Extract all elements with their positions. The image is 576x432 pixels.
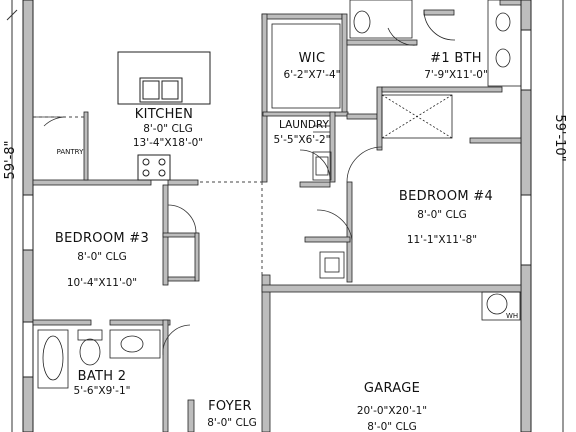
left-dimension-line xyxy=(6,0,18,432)
bath2-size: 5'-6"X9'-1" xyxy=(74,385,131,397)
garage-name: GARAGE xyxy=(364,381,420,396)
bath2-fixtures xyxy=(37,329,161,389)
interior-walls xyxy=(32,0,522,432)
foyer-name: FOYER xyxy=(208,399,252,414)
bedroom3-ceiling: 8'-0" CLG xyxy=(77,251,127,263)
kitchen-size: 13'-4"X18'-0" xyxy=(133,137,203,149)
foyer-front-door xyxy=(187,399,195,432)
pantry-door xyxy=(33,116,66,127)
kitchen-ceiling: 8'-0" CLG xyxy=(143,123,193,135)
bath2-name: BATH 2 xyxy=(78,369,127,384)
door-swings xyxy=(162,146,383,356)
laundry-fixtures xyxy=(312,125,332,181)
water-heater xyxy=(481,291,521,321)
wic-name: WIC xyxy=(299,51,326,66)
foyer-ceiling: 8'-0" CLG xyxy=(207,417,257,429)
water-heater-label: WH xyxy=(506,312,518,320)
wic-size: 6'-2"X7'-4" xyxy=(284,69,341,81)
bedroom3-name: BEDROOM #3 xyxy=(55,231,149,246)
garage-ceiling: 8'-0" CLG xyxy=(367,421,417,432)
bedroom4-fixture xyxy=(319,251,345,279)
wic-closet xyxy=(271,23,341,109)
bath1-size: 7'-9"X11'-0" xyxy=(424,69,488,81)
right-dimension-label: 59'-10" xyxy=(552,114,567,161)
bedroom4-size: 11'-1"X11'-8" xyxy=(407,234,477,246)
bedroom4-name: BEDROOM #4 xyxy=(399,189,493,204)
left-dimension-label: 59'-8" xyxy=(3,140,18,179)
bath1-name: #1 BTH xyxy=(430,51,482,66)
bedroom3-size: 10'-4"X11'-0" xyxy=(67,277,137,289)
bath1-fixtures xyxy=(349,0,522,139)
laundry-name: LAUNDRY xyxy=(279,119,330,131)
kitchen-name: KITCHEN xyxy=(135,107,193,122)
laundry-size: 5'-5"X6'-2" xyxy=(274,134,331,146)
bedroom4-ceiling: 8'-0" CLG xyxy=(417,209,467,221)
garage-size: 20'-0"X20'-1" xyxy=(357,405,427,417)
windows xyxy=(22,29,532,378)
pantry-name: PANTRY xyxy=(57,148,84,156)
kitchen-counter xyxy=(117,51,211,181)
